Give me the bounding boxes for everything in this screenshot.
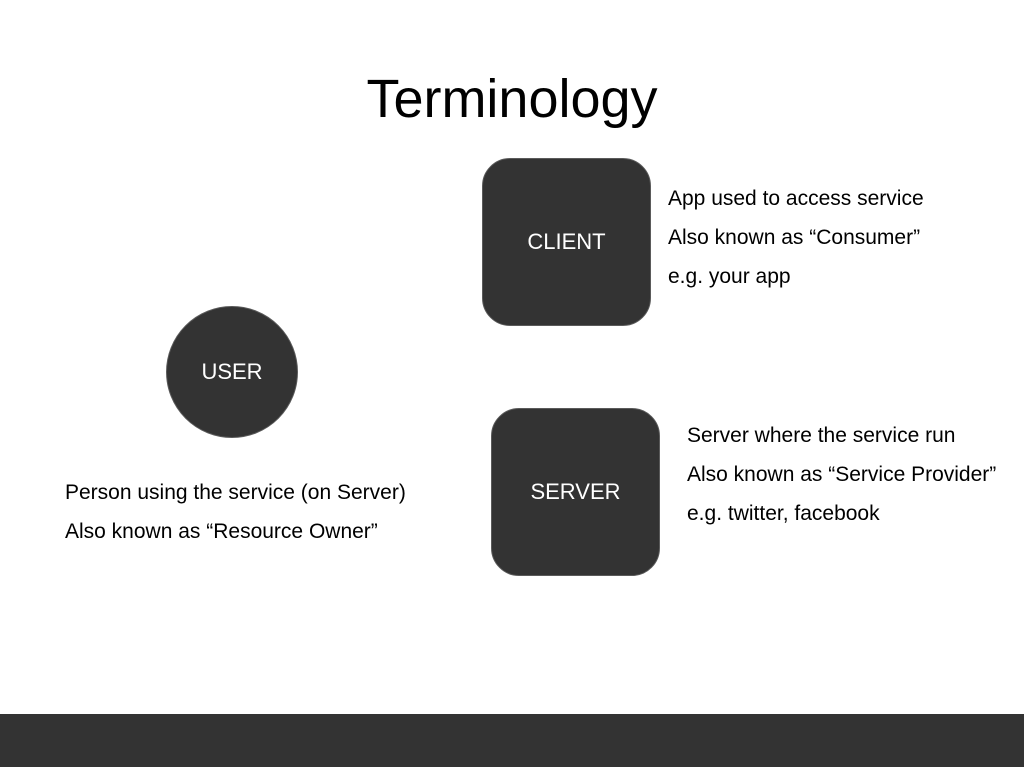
server-description-line: e.g. twitter, facebook — [687, 502, 880, 525]
server-description-line: Also known as “Service Provider” — [687, 463, 997, 486]
server-node: SERVER — [491, 408, 660, 576]
client-description-line: e.g. your app — [668, 265, 791, 288]
client-description-line: Also known as “Consumer” — [668, 226, 921, 249]
client-description-line: App used to access service — [668, 187, 924, 210]
client-node-label: CLIENT — [527, 229, 606, 254]
server-node-label: SERVER — [530, 479, 621, 504]
server-description-line: Server where the service run — [687, 424, 956, 447]
slide-title: Terminology — [366, 69, 658, 129]
client-description: App used to access service Also known as… — [668, 179, 1024, 296]
client-node: CLIENT — [482, 158, 651, 326]
footer-bar — [0, 714, 1024, 767]
server-description: Server where the service run Also known … — [687, 416, 1024, 533]
user-node: USER — [166, 306, 298, 438]
user-description: Person using the service (on Server) Als… — [65, 473, 465, 551]
user-description-line: Also known as “Resource Owner” — [65, 520, 378, 543]
user-node-label: USER — [201, 359, 263, 384]
user-description-line: Person using the service (on Server) — [65, 481, 406, 504]
